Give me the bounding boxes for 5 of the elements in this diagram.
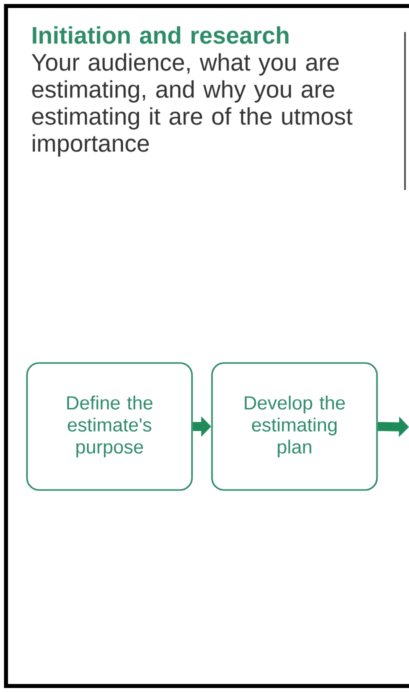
panel	[4, 4, 409, 688]
panel-description: Your audience, what you are estimating, and why you are estimating it are of the utmost importance	[32, 53, 352, 157]
process-box: Develop the estimating plan	[211, 362, 378, 491]
process-box: Define the estimate's purpose	[26, 362, 193, 491]
panel-heading: Initiation and research	[32, 26, 288, 44]
